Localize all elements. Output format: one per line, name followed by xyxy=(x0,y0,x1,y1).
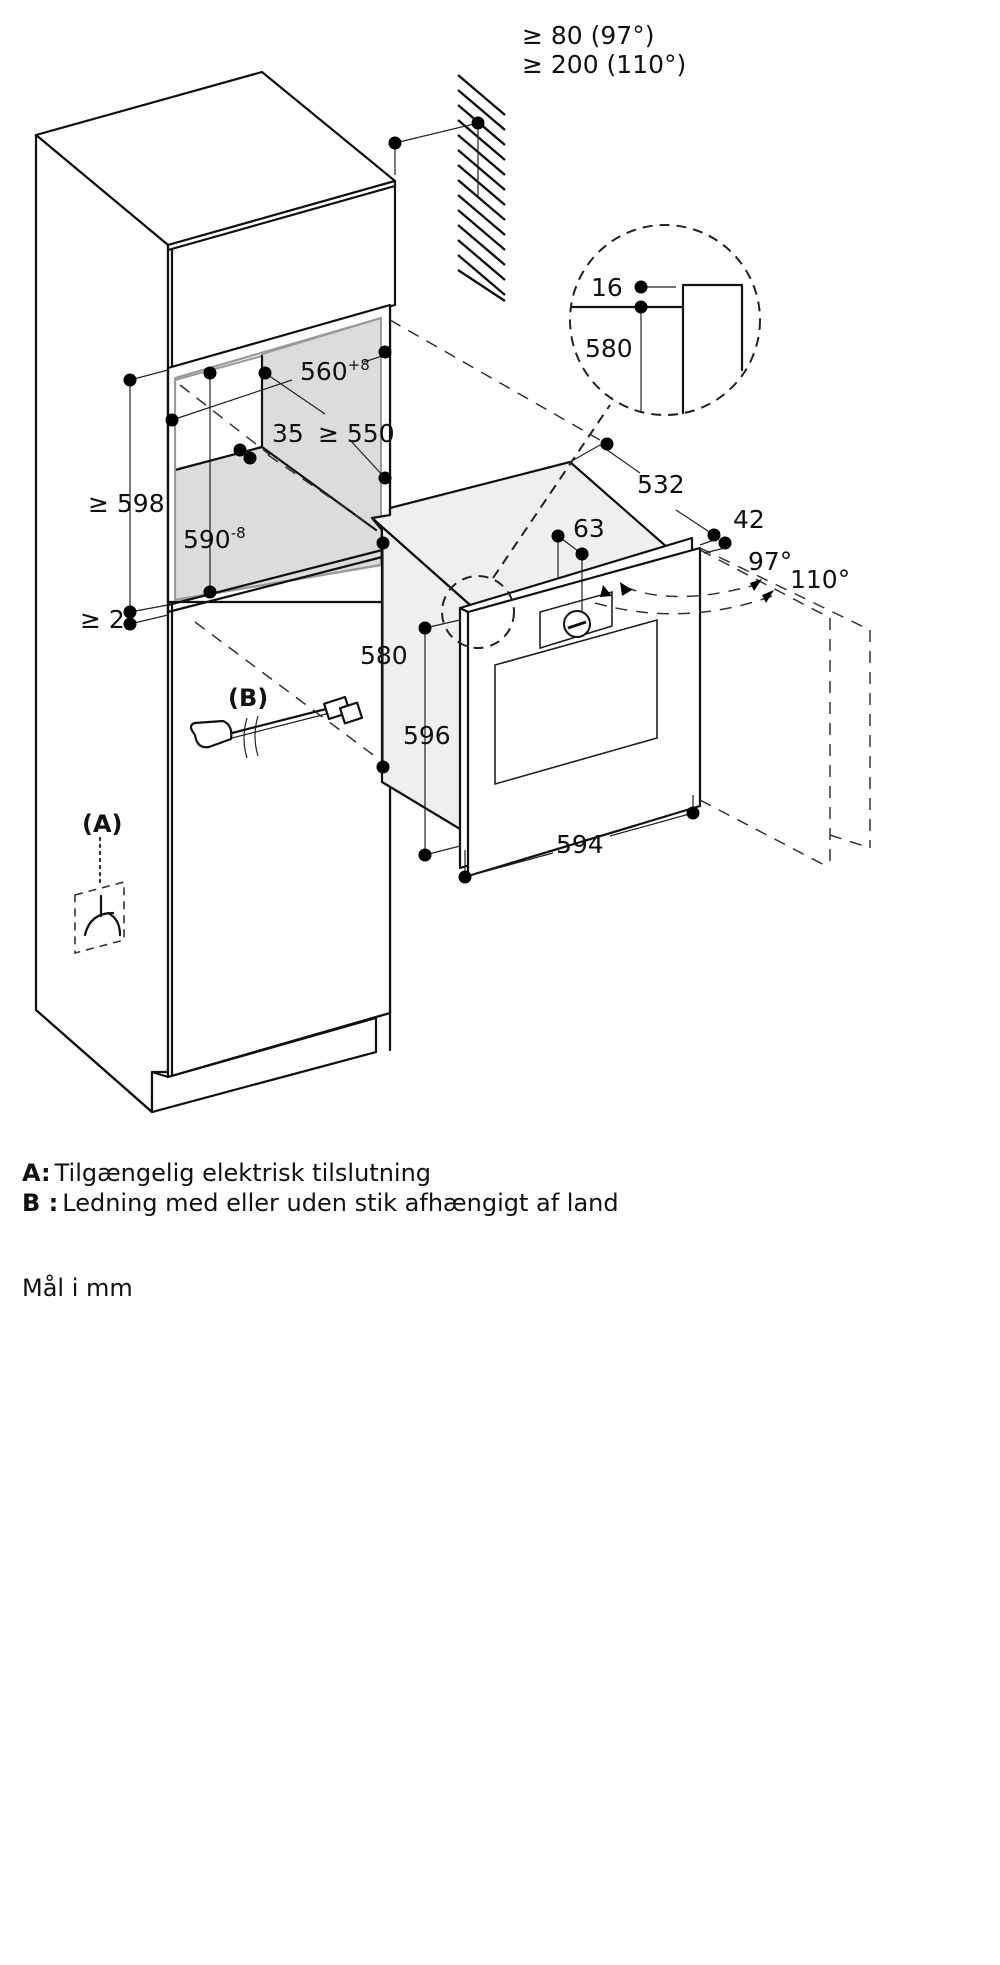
clearance-97-label: ≥ 80 (97°) xyxy=(522,21,654,50)
marker-b-label: (B) xyxy=(228,684,268,712)
cabinet-opening-label: ≥ 598 xyxy=(88,489,165,518)
oven xyxy=(370,460,702,878)
oven-dimensions xyxy=(376,437,732,884)
legend-text-b: Ledning med eller uden stik afhængigt af… xyxy=(62,1189,619,1217)
niche-dimensions xyxy=(123,345,392,631)
niche-depth-label: ≥ 550 xyxy=(318,419,395,448)
door-swing xyxy=(594,547,871,869)
legend-key-b: B : xyxy=(22,1189,59,1217)
legend-key-a: A: xyxy=(22,1159,51,1187)
oven-depth-label: 532 xyxy=(637,470,685,499)
wall-hatch xyxy=(457,74,506,303)
niche-opening xyxy=(166,303,392,614)
door-angle-97-label: 97° xyxy=(748,547,792,576)
detail-callout xyxy=(441,224,761,649)
door-angle-110-label: 110° xyxy=(790,565,850,594)
niche-width-label: 560+8 xyxy=(300,356,370,386)
installation-diagram: ≥ 80 (97°) ≥ 200 (110°) xyxy=(34,21,871,1114)
housing-height-label: 580 xyxy=(360,641,408,670)
detail-580-label: 580 xyxy=(585,334,633,363)
front-offset-label: 42 xyxy=(733,505,765,534)
clearance-110-label: ≥ 200 (110°) xyxy=(522,50,686,79)
legend: A:Tilgængelig elektrisk tilslutning B :L… xyxy=(22,1158,619,1218)
niche-gap-label: 35 xyxy=(272,419,304,448)
legend-item-a: A:Tilgængelig elektrisk tilslutning xyxy=(22,1158,619,1188)
units-note: Mål i mm xyxy=(22,1274,133,1302)
power-cable xyxy=(189,695,364,759)
niche-projection-lines xyxy=(179,319,601,761)
legend-item-b: B :Ledning med eller uden stik afhængigt… xyxy=(22,1188,619,1218)
wall-clearance-dimension xyxy=(388,116,485,197)
legend-text-a: Tilgængelig elektrisk tilslutning xyxy=(54,1159,432,1187)
front-width-label: 594 xyxy=(556,830,604,859)
front-height-label: 596 xyxy=(403,721,451,750)
electrical-connection xyxy=(74,836,125,955)
base-gap-label: ≥ 2 xyxy=(80,605,125,634)
niche-height-label: 590-8 xyxy=(183,524,246,554)
control-offset-label: 63 xyxy=(573,514,605,543)
detail-16-label: 16 xyxy=(591,273,623,302)
marker-a-label: (A) xyxy=(82,810,123,838)
tall-cabinet xyxy=(34,70,397,1114)
